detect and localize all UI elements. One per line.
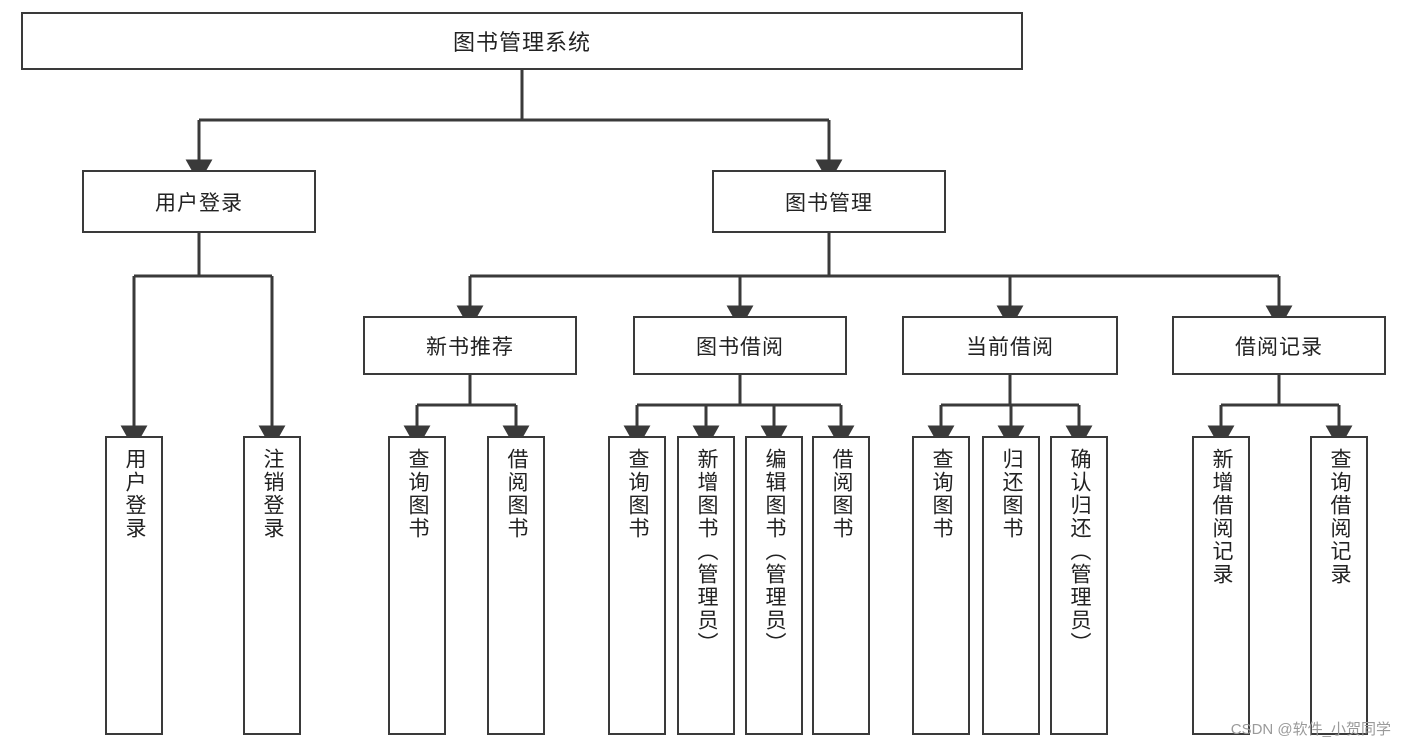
node-leaf-logout-label: 注销登录 — [261, 448, 285, 540]
node-leaf-query-book-label: 查询图书 — [626, 448, 650, 540]
node-leaf-logout[interactable]: 注销登录 — [243, 436, 301, 735]
node-current-borrow[interactable]: 当前借阅 — [902, 316, 1118, 375]
node-book-borrow-label: 图书借阅 — [696, 335, 784, 359]
node-leaf-borrow-book-rec[interactable]: 借阅图书 — [487, 436, 545, 735]
node-borrow-record-label: 借阅记录 — [1235, 335, 1323, 359]
node-book-borrow[interactable]: 图书借阅 — [633, 316, 847, 375]
node-leaf-user-login-label: 用户登录 — [123, 448, 147, 540]
node-leaf-query-book-rec[interactable]: 查询图书 — [388, 436, 446, 735]
node-leaf-query-record[interactable]: 查询借阅记录 — [1310, 436, 1368, 735]
node-leaf-query-book-rec-label: 查询图书 — [406, 448, 430, 540]
node-leaf-query-book[interactable]: 查询图书 — [608, 436, 666, 735]
node-leaf-borrow-book-rec-label: 借阅图书 — [505, 448, 529, 540]
node-user-login[interactable]: 用户登录 — [82, 170, 316, 233]
node-book-manage-label: 图书管理 — [785, 191, 873, 215]
node-leaf-confirm-return[interactable]: 确认归还（管理员） — [1050, 436, 1108, 735]
watermark: CSDN @软件_小贺同学 — [1230, 721, 1391, 738]
node-new-book-recommend[interactable]: 新书推荐 — [363, 316, 577, 375]
node-leaf-edit-book-label: 编辑图书（管理员） — [763, 448, 787, 655]
node-leaf-borrow-book-label: 借阅图书 — [830, 448, 854, 540]
node-leaf-borrow-book[interactable]: 借阅图书 — [812, 436, 870, 735]
node-leaf-query-record-label: 查询借阅记录 — [1328, 448, 1352, 586]
node-leaf-return-book-label: 归还图书 — [1000, 448, 1024, 540]
node-leaf-query-book-cur-label: 查询图书 — [930, 448, 954, 540]
node-borrow-record[interactable]: 借阅记录 — [1172, 316, 1386, 375]
node-root-label: 图书管理系统 — [452, 30, 591, 55]
node-leaf-add-book-label: 新增图书（管理员） — [695, 448, 719, 655]
node-current-borrow-label: 当前借阅 — [966, 335, 1054, 359]
node-leaf-edit-book[interactable]: 编辑图书（管理员） — [745, 436, 803, 735]
node-root[interactable]: 图书管理系统 — [21, 12, 1023, 70]
node-leaf-user-login[interactable]: 用户登录 — [105, 436, 163, 735]
node-leaf-query-book-cur[interactable]: 查询图书 — [912, 436, 970, 735]
node-leaf-return-book[interactable]: 归还图书 — [982, 436, 1040, 735]
node-new-book-recommend-label: 新书推荐 — [426, 335, 514, 359]
node-book-manage[interactable]: 图书管理 — [712, 170, 946, 233]
node-leaf-add-record[interactable]: 新增借阅记录 — [1192, 436, 1250, 735]
node-leaf-add-record-label: 新增借阅记录 — [1210, 448, 1234, 586]
node-leaf-add-book[interactable]: 新增图书（管理员） — [677, 436, 735, 735]
node-leaf-confirm-return-label: 确认归还（管理员） — [1068, 448, 1092, 655]
node-user-login-label: 用户登录 — [155, 191, 243, 215]
